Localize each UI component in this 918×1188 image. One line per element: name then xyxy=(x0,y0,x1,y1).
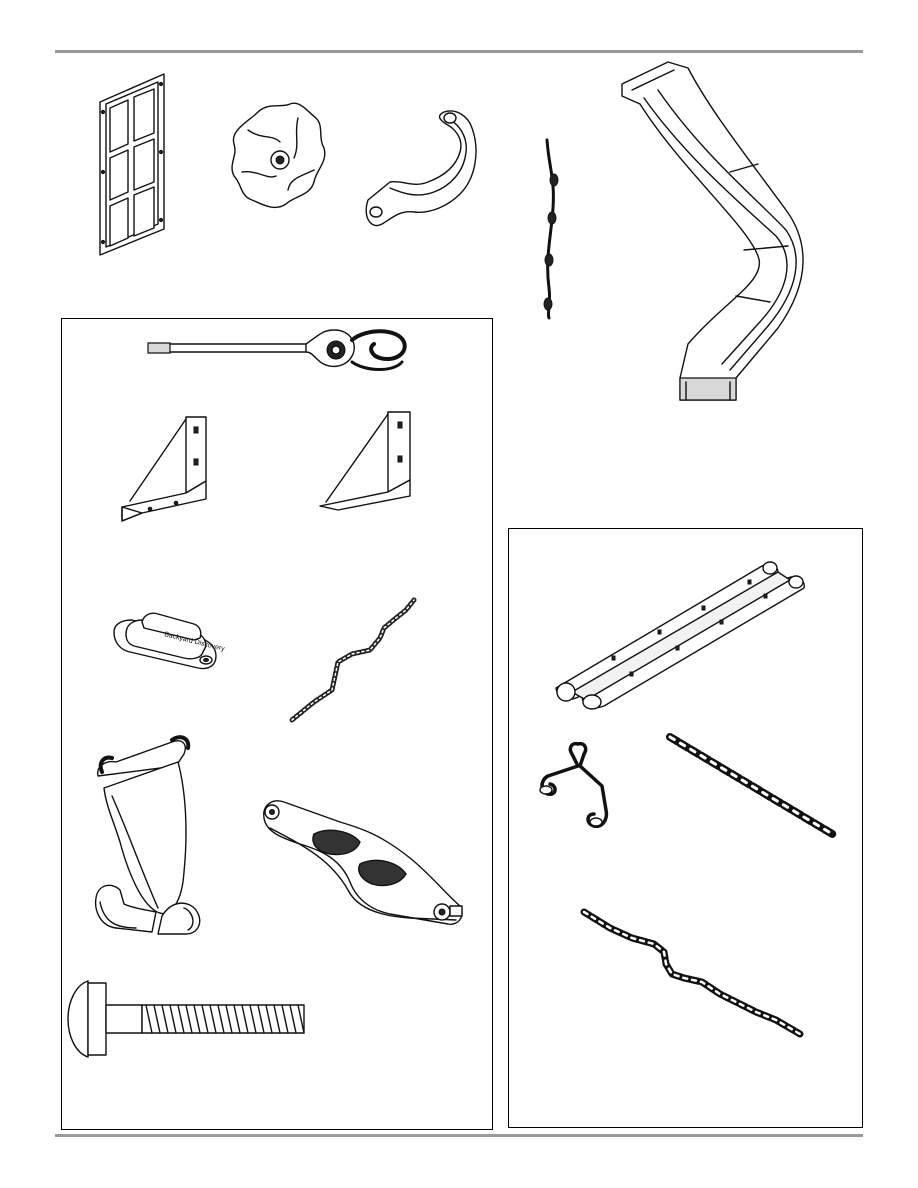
angle-bracket-icon xyxy=(318,410,413,515)
chain-icon xyxy=(580,908,805,1038)
grab-handle-icon xyxy=(360,108,485,230)
s-hook-icon xyxy=(530,740,625,832)
rail-channel-icon xyxy=(552,560,810,708)
angle-bracket-icon xyxy=(120,415,210,525)
swing-hanger-icon xyxy=(146,326,410,374)
window-panel-icon xyxy=(92,72,172,257)
belt-seat-icon: Backyard Discovery xyxy=(112,612,220,682)
climbing-rock-icon xyxy=(228,100,328,215)
chain-icon xyxy=(288,598,423,726)
knotted-rope-icon xyxy=(535,138,565,320)
top-rule xyxy=(55,50,863,53)
wave-slide-icon xyxy=(618,60,818,410)
carriage-bolt-icon xyxy=(66,975,308,1063)
glider-seat-icon xyxy=(260,798,465,928)
trapeze-icon xyxy=(92,732,214,938)
bottom-rule xyxy=(55,1134,863,1137)
chain-icon xyxy=(666,733,838,839)
